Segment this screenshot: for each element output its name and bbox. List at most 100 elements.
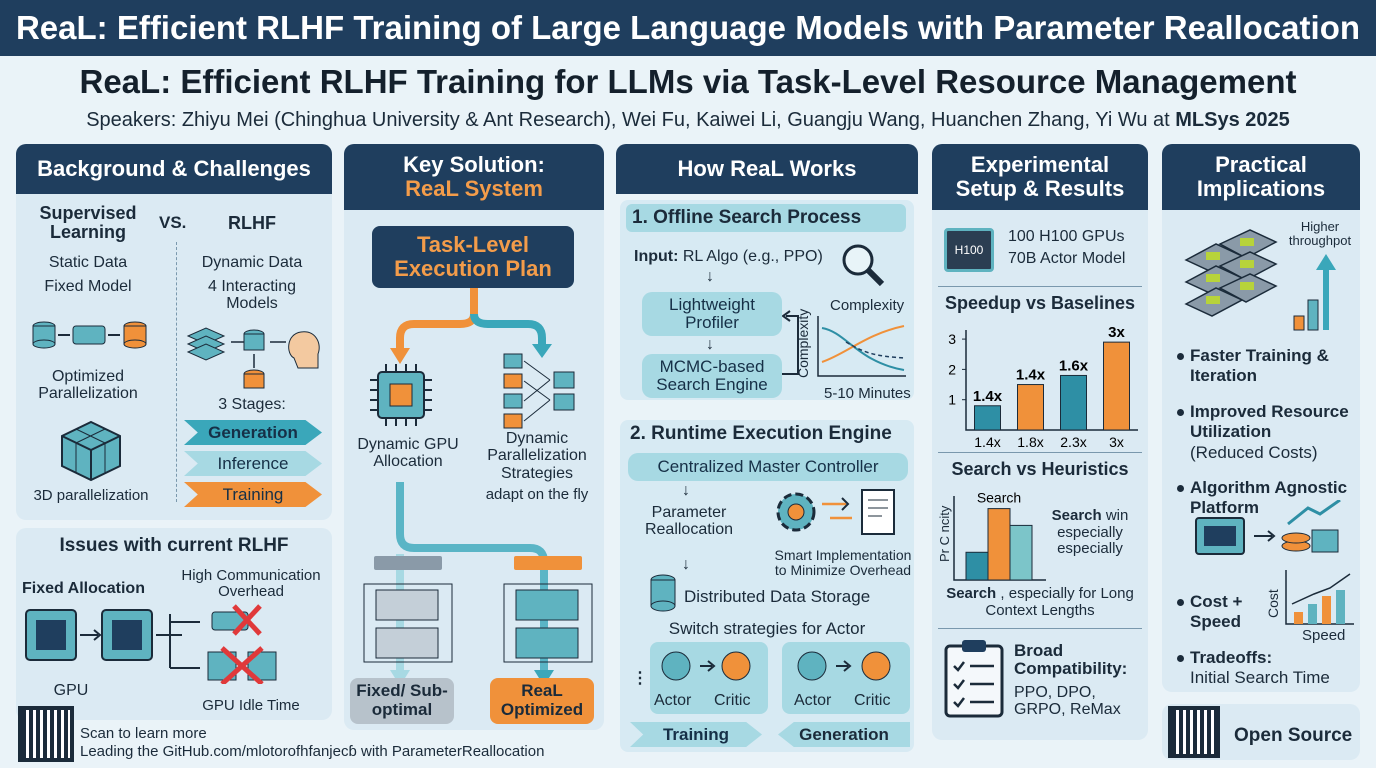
gpu-chip-icon xyxy=(370,364,432,426)
bar xyxy=(1017,384,1044,431)
static-data: Static Data xyxy=(48,254,128,271)
speakers-line: Speakers: Zhiyu Mei (Chinghua University… xyxy=(86,109,1290,131)
compat-heading: Broad Compatibility: xyxy=(1014,641,1128,679)
stage-generation: Generation xyxy=(184,420,322,445)
section-heading: 2. Runtime Execution Engine xyxy=(630,423,892,444)
scan-text: Scan to learn more xyxy=(80,725,207,742)
h100-chip-icon: H100 xyxy=(944,228,994,272)
smart-implementation: Smart Implementation to Minimize Overhea… xyxy=(774,547,912,579)
search-chart: Search xyxy=(953,490,1046,581)
gpu-idle-diagram xyxy=(25,604,277,684)
real-optimized-label: ReaL Optimized xyxy=(490,678,594,724)
fixed-allocation: Fixed Allocation xyxy=(22,580,145,597)
gpu-label: GPU xyxy=(53,682,89,699)
dynamic-parallelization: Dynamic Parallelization Strategies xyxy=(487,430,587,482)
cost-axis-label: Cost xyxy=(1265,589,1281,618)
x-tick-label: 1.4x xyxy=(974,434,1000,448)
fixed-suboptimal-label: Fixed/ Sub-optimal xyxy=(350,678,454,724)
arrow-down-icon: ↓ xyxy=(682,556,690,573)
resource-utilization: Improved Resource Utilization(Reduced Co… xyxy=(1177,402,1356,463)
speedup-heading: Speedup vs Baselines xyxy=(944,293,1136,313)
generation-tag: Generation xyxy=(778,722,910,747)
fixed-model: Fixed Model xyxy=(44,278,132,295)
cube-3d-icon xyxy=(61,420,121,482)
dynamic-gpu-allocation: Dynamic GPU Allocation xyxy=(357,436,459,471)
arrow-down-icon: ↓ xyxy=(706,336,714,353)
gpu-count: 100 H100 GPUs xyxy=(1008,228,1125,245)
bar xyxy=(974,405,1001,431)
panel-heading: Experimental Setup & Results xyxy=(932,144,1148,210)
input-line: Input: RL Algo (e.g., PPO) xyxy=(634,248,823,265)
data-label: 3x xyxy=(1108,324,1125,341)
actor-critic-group xyxy=(782,642,910,714)
divider xyxy=(176,242,177,502)
faster-training: Faster Training & Iteration xyxy=(1177,346,1356,387)
database-icon xyxy=(650,574,676,612)
bar-label: Search xyxy=(977,490,1021,506)
adapt-on-the-fly: adapt on the fly xyxy=(485,486,589,503)
experiment-panel: Experimental Setup & Results H100 100 H1… xyxy=(932,144,1148,740)
data-label: 1.4x xyxy=(1016,367,1046,384)
rlhf-label: RLHF xyxy=(228,213,276,233)
dynamic-data: Dynamic Data xyxy=(201,254,303,271)
panel-heading: Practical Implications xyxy=(1162,144,1360,210)
stage-training: Training xyxy=(184,482,322,507)
loop-arrow xyxy=(782,310,799,375)
interacting-models-icon xyxy=(186,327,320,389)
master-controller: Centralized Master Controller xyxy=(628,453,908,481)
issues-panel: Issues with current RLHF Fixed Allocatio… xyxy=(16,528,332,720)
issues-heading: Issues with current RLHF xyxy=(59,535,289,556)
high-comm-overhead: High Communication Overhead xyxy=(181,567,321,601)
supervised-label: Supervised Learning xyxy=(39,203,137,243)
key-solution-panel: Key Solution:ReaL System Task-Level Exec… xyxy=(344,144,604,730)
x-tick-label: 2.3x xyxy=(1060,434,1086,448)
fixed-cluster-icon xyxy=(363,556,453,663)
more-icon: ⋮ xyxy=(632,670,648,687)
switch-strategies: Switch strategies for Actor xyxy=(668,619,866,638)
search-footnote: Search , especially for Long Context Len… xyxy=(946,585,1134,619)
main-title: ReaL: Efficient RLHF Training for LLMs v… xyxy=(79,63,1297,100)
bar xyxy=(1103,341,1130,431)
execution-plan-box: Task-Level Execution Plan xyxy=(372,226,574,288)
critic-label: Critic xyxy=(714,692,751,709)
arrow-down-icon: ↓ xyxy=(706,268,714,285)
cost-speed: Cost + Speed xyxy=(1177,592,1250,633)
bar xyxy=(1060,374,1087,431)
data-label: 1.6x xyxy=(1059,357,1089,374)
bar xyxy=(987,508,1011,581)
qr-code-icon[interactable] xyxy=(1168,706,1220,758)
x-tick-label: 3x xyxy=(1109,434,1124,448)
runtime-section: 2. Runtime Execution Engine Centralized … xyxy=(620,420,914,752)
model-size: 70B Actor Model xyxy=(1008,250,1126,267)
y-tick-label: 1 xyxy=(948,392,956,408)
arrow-down-icon: ↓ xyxy=(682,482,690,499)
tradeoffs: Tradeoffs:Initial Search Time xyxy=(1177,648,1356,689)
complexity-axis: Complexity xyxy=(795,308,811,378)
algorithm-agnostic: Algorithm Agnostic Platform xyxy=(1177,478,1356,519)
higher-throughput: Higher throughpot xyxy=(1288,219,1352,249)
profiler-box: Lightweight Profiler xyxy=(642,292,782,336)
qr-code-icon[interactable] xyxy=(18,706,74,762)
three-stages: 3 Stages: xyxy=(218,396,286,413)
search-icon xyxy=(842,244,885,287)
y-tick-label: 3 xyxy=(948,331,956,347)
data-label: 1.4x xyxy=(973,388,1003,405)
actor-label: Actor xyxy=(794,692,832,709)
actor-label: Actor xyxy=(654,692,692,709)
brain-icons xyxy=(661,651,751,681)
distributed-storage: Distributed Data Storage xyxy=(684,587,871,606)
open-source-label[interactable]: Open Source xyxy=(1234,725,1353,746)
complexity-chart xyxy=(817,316,906,377)
offline-search-section: 1. Offline Search Process Input: RL Algo… xyxy=(620,200,914,402)
search-win-note: Search win especially especially xyxy=(1051,507,1129,557)
parallel-strategies-icon xyxy=(503,353,575,429)
bar xyxy=(1009,524,1033,581)
practical-panel: Practical Implications Higher throughpot… xyxy=(1162,144,1360,692)
mcmc-box: MCMC-based Search Engine xyxy=(642,354,782,398)
interacting-models: 4 Interacting Models xyxy=(207,278,297,313)
github-link[interactable]: Leading the GitHub.com/mlotorofhfanjecɓ … xyxy=(80,743,545,760)
optimized-parallelization: Optimized Parallelization xyxy=(38,368,138,403)
stage-inference: Inference xyxy=(184,451,322,476)
param-reallocation: Parameter Reallocation xyxy=(644,504,734,539)
